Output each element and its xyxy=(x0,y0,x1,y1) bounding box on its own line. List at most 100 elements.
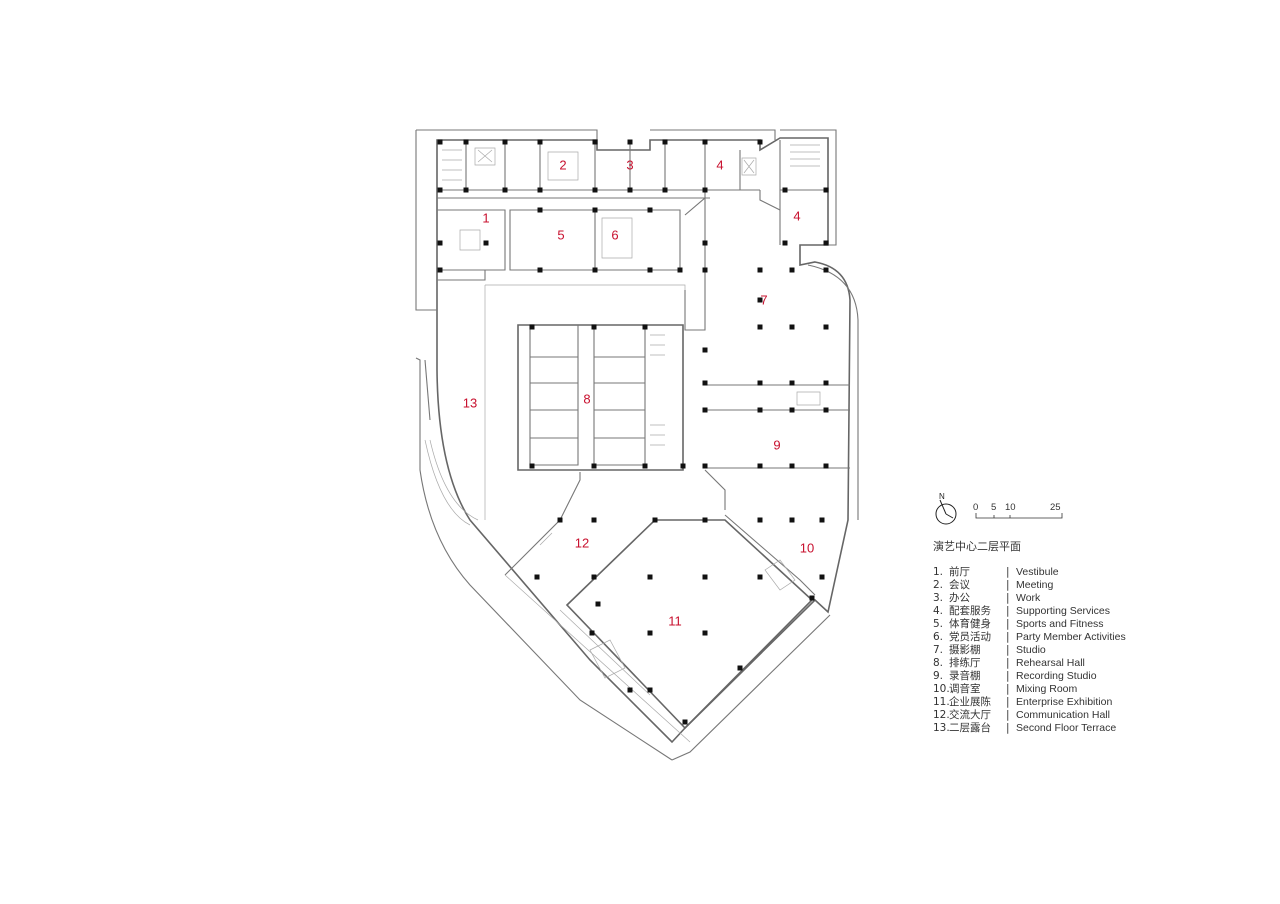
legend-english-name: Second Floor Terrace xyxy=(1016,722,1117,734)
column xyxy=(662,139,668,145)
north-label: N xyxy=(939,492,945,501)
courtyard xyxy=(484,196,706,520)
room-label-3: 3 xyxy=(626,157,633,172)
legend-number: 6. xyxy=(933,631,944,643)
structural-columns xyxy=(437,139,829,725)
legend-row: 8.排练厅|Rehearsal Hall xyxy=(933,657,1126,670)
room-label-8: 8 xyxy=(583,391,590,406)
legend-row: 2.会议|Meeting xyxy=(933,579,1126,592)
column xyxy=(757,574,763,580)
legend-english-name: Communication Hall xyxy=(1016,709,1110,721)
column xyxy=(627,687,633,693)
scale-tick-10: 10 xyxy=(1005,502,1016,513)
column xyxy=(502,139,508,145)
legend-separator: | xyxy=(1006,709,1010,721)
column xyxy=(592,187,598,193)
column xyxy=(682,719,688,725)
legend-separator: | xyxy=(1006,618,1010,630)
legend-separator: | xyxy=(1006,657,1010,669)
north-arrow-icon: N xyxy=(935,492,957,525)
column xyxy=(647,207,653,213)
column xyxy=(502,187,508,193)
room-label-7: 7 xyxy=(760,292,767,307)
legend-chinese-name: 二层露台 xyxy=(949,722,991,734)
column xyxy=(437,187,443,193)
column xyxy=(702,139,708,145)
column xyxy=(789,463,795,469)
column xyxy=(463,187,469,193)
column xyxy=(782,187,788,193)
column xyxy=(591,517,597,523)
legend-row: 6.党员活动|Party Member Activities xyxy=(933,631,1126,644)
column xyxy=(463,139,469,145)
legend-chinese-name: 交流大厅 xyxy=(949,709,991,721)
legend-separator: | xyxy=(1006,605,1010,617)
column xyxy=(702,380,708,386)
column xyxy=(702,630,708,636)
column xyxy=(823,463,829,469)
column xyxy=(737,665,743,671)
legend-row: 5.体育健身|Sports and Fitness xyxy=(933,618,1126,631)
legend-row: 7.摄影棚|Studio xyxy=(933,644,1126,657)
column xyxy=(592,207,598,213)
scale-tick-0: 0 xyxy=(973,502,979,513)
column xyxy=(702,347,708,353)
legend-separator: | xyxy=(1006,579,1010,591)
column xyxy=(592,139,598,145)
column xyxy=(757,517,763,523)
legend-row: 11.企业展陈|Enterprise Exhibition xyxy=(933,696,1126,709)
column xyxy=(789,517,795,523)
column xyxy=(757,297,763,303)
legend-english-name: Studio xyxy=(1016,644,1046,656)
room-label-6: 6 xyxy=(611,227,618,242)
room-label-10: 10 xyxy=(800,540,814,555)
legend-number: 3. xyxy=(933,592,944,604)
scale-tick-25: 25 xyxy=(1050,502,1061,513)
room-label-4b: 4 xyxy=(793,208,800,223)
room-label-9: 9 xyxy=(773,437,780,452)
scale-tick-5: 5 xyxy=(991,502,997,513)
column xyxy=(627,139,633,145)
legend-number: 5. xyxy=(933,618,944,630)
column xyxy=(809,595,815,601)
legend-number: 12. xyxy=(933,709,950,721)
legend-chinese-name: 企业展陈 xyxy=(949,696,991,708)
column xyxy=(647,574,653,580)
legend-english-name: Mixing Room xyxy=(1016,683,1078,695)
column xyxy=(702,517,708,523)
room-labels: 1 2 3 4 4 5 6 7 8 9 10 11 12 13 xyxy=(463,157,814,628)
legend-row: 3.办公|Work xyxy=(933,592,1126,605)
column xyxy=(757,324,763,330)
room-label-1: 1 xyxy=(482,210,489,225)
legend-row: 12.交流大厅 | Communication Hall xyxy=(933,709,1126,722)
legend-english-name: Work xyxy=(1016,592,1041,604)
column xyxy=(677,267,683,273)
scale-bar: 0 5 10 25 xyxy=(970,502,1065,522)
room-label-13: 13 xyxy=(463,395,477,410)
column xyxy=(591,324,597,330)
legend-separator: | xyxy=(1006,670,1010,682)
column xyxy=(437,139,443,145)
column xyxy=(702,463,708,469)
column xyxy=(819,517,825,523)
legend-separator: | xyxy=(1006,644,1010,656)
legend-separator: | xyxy=(1006,592,1010,604)
column xyxy=(537,139,543,145)
column xyxy=(702,187,708,193)
legend-english-name: Sports and Fitness xyxy=(1016,618,1104,630)
column xyxy=(757,139,763,145)
column xyxy=(680,463,686,469)
column xyxy=(529,463,535,469)
legend-english-name: Enterprise Exhibition xyxy=(1016,696,1113,708)
legend-chinese-name: 前厅 xyxy=(949,566,970,578)
legend-row: 13.二层露台|Second Floor Terrace xyxy=(933,722,1126,735)
column xyxy=(437,267,443,273)
column xyxy=(647,267,653,273)
column xyxy=(757,380,763,386)
room-label-4a: 4 xyxy=(716,157,723,172)
column xyxy=(789,324,795,330)
rehearsal-hall-block xyxy=(517,324,684,471)
column xyxy=(823,324,829,330)
